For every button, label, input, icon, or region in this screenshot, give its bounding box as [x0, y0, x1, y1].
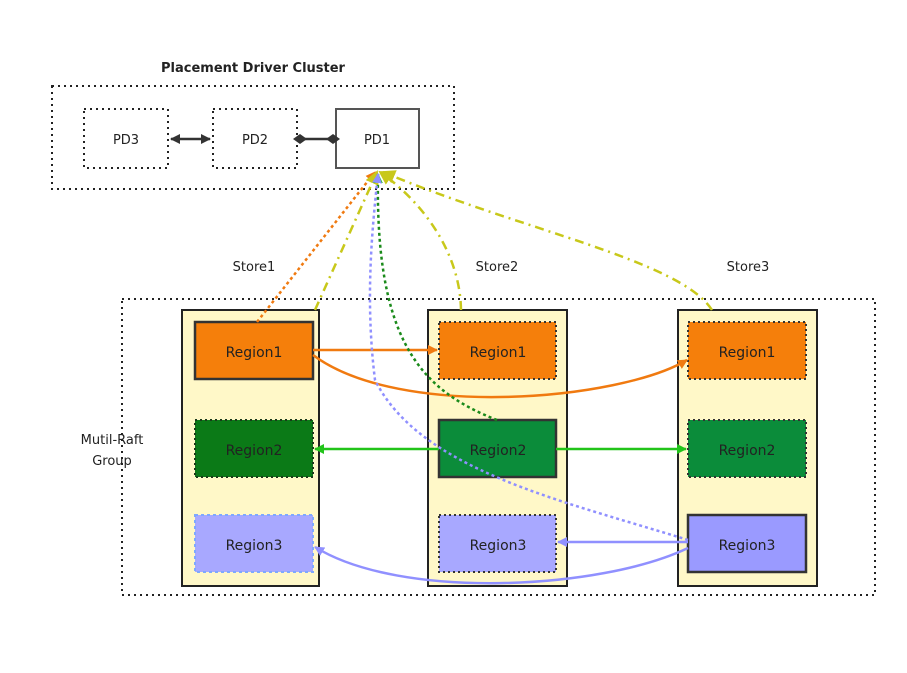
region-label: Region3	[226, 538, 283, 554]
region-label: Region1	[719, 345, 776, 361]
store3-region1: Region1	[687, 321, 807, 380]
store1-region1-heartbeat	[256, 171, 376, 323]
pd-node-label: PD3	[113, 133, 139, 148]
store2-region3: Region3	[438, 514, 557, 573]
pd-node-pd1: PD1	[335, 108, 420, 169]
region-label: Region2	[226, 443, 283, 459]
raft-group-label-line2: Group	[92, 454, 132, 469]
region-label: Region2	[470, 443, 527, 459]
region-label: Region2	[719, 443, 776, 459]
region3-replication-arrow-to-store1	[314, 545, 689, 585]
store1-region1: Region1	[193, 320, 315, 381]
store-label: Store1	[233, 260, 276, 275]
store2-heartbeat	[378, 170, 463, 311]
region-label: Region1	[470, 345, 527, 361]
region-label: Region3	[470, 538, 527, 554]
region-label: Region3	[719, 538, 776, 554]
store2-region2: Region2	[437, 418, 558, 479]
store2-region2-heartbeat	[372, 173, 498, 422]
store3-region3-heartbeat	[368, 173, 689, 542]
region-label: Region1	[226, 345, 283, 361]
pd-node-label: PD2	[242, 133, 268, 148]
store3-region2: Region2	[687, 419, 807, 478]
store3-region3: Region3	[686, 513, 808, 574]
pd-node-pd2: PD2	[212, 108, 298, 169]
store-label: Store3	[727, 260, 770, 275]
region1-replication-arrow-to-store3	[312, 353, 688, 399]
raft-group-label-line1: Mutil-Raft	[81, 433, 144, 448]
pd-cluster-title: Placement Driver Cluster	[161, 61, 346, 76]
store-label: Store2	[476, 260, 519, 275]
store1-region2: Region2	[194, 419, 314, 478]
store1-heartbeat	[313, 170, 379, 311]
pd-node-label: PD1	[364, 133, 390, 148]
store3-heartbeat	[381, 170, 714, 311]
pd-node-pd3: PD3	[83, 108, 169, 169]
store1-region3: Region3	[194, 514, 314, 573]
store2-region1: Region1	[438, 321, 557, 380]
raft-group-boundary	[121, 298, 876, 596]
